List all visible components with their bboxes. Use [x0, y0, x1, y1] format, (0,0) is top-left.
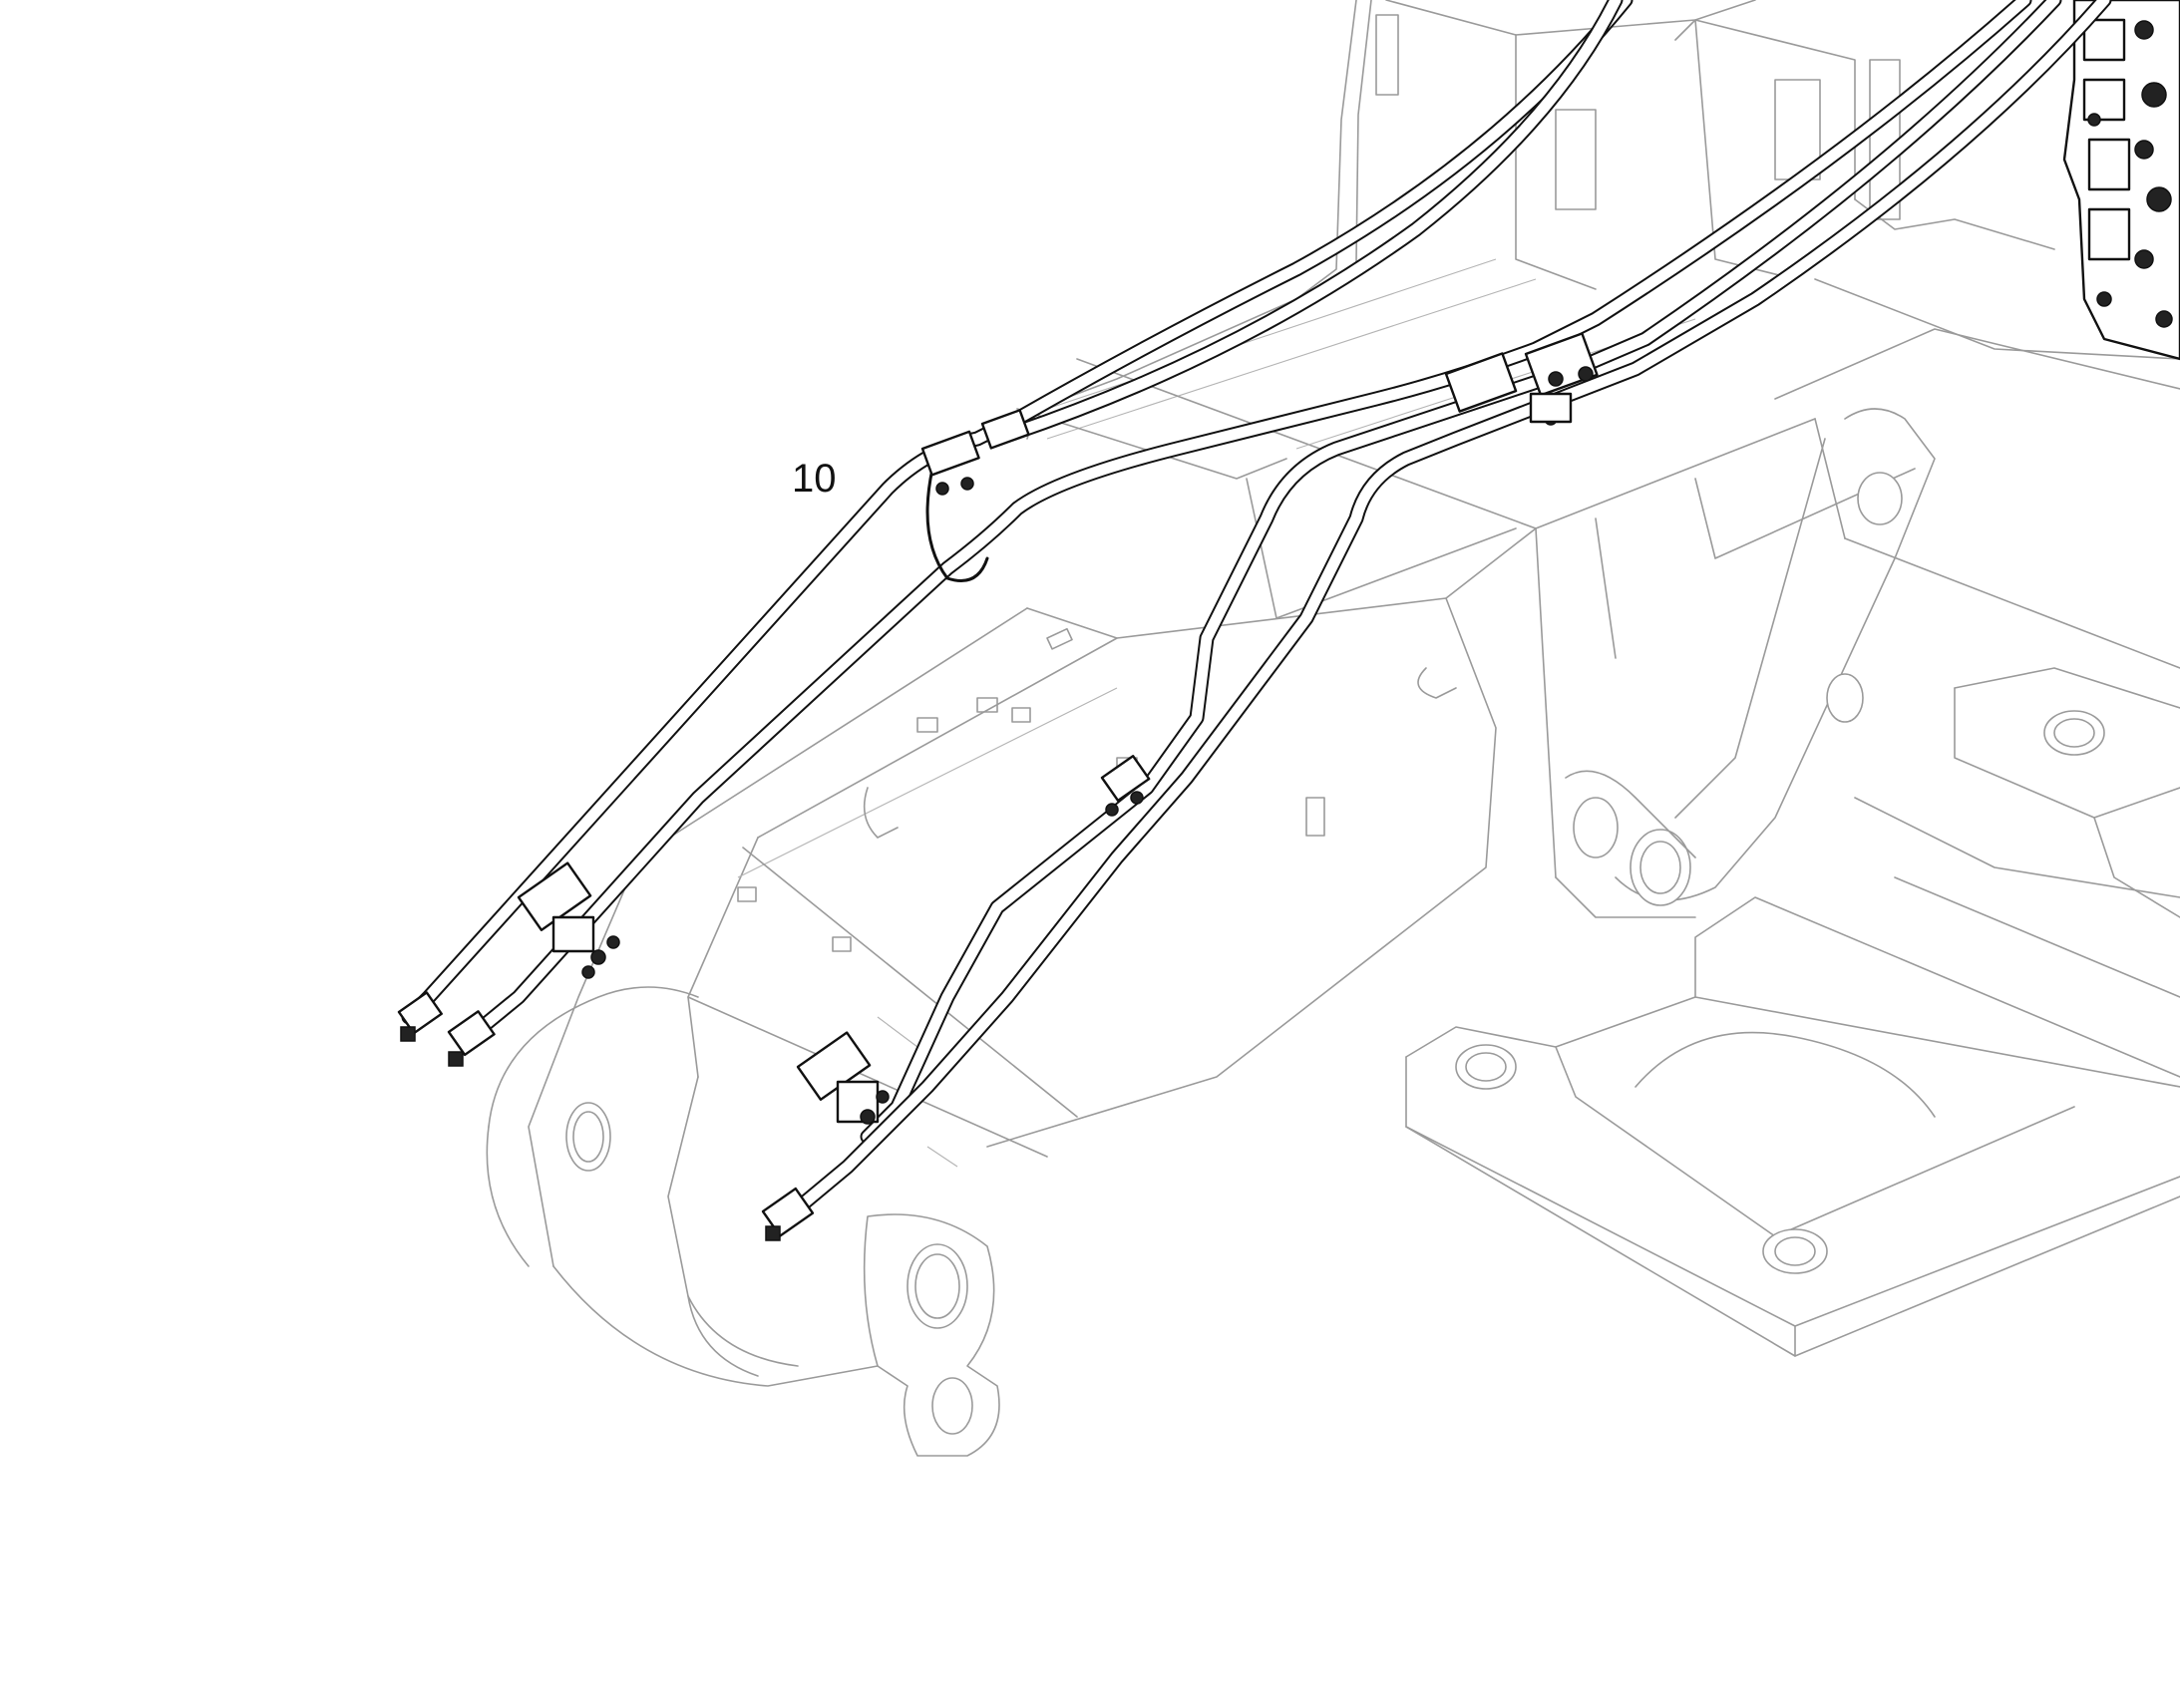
boom-detail-marks: [737, 627, 1457, 1168]
hydraulic-hoses: [401, 0, 2112, 1224]
clamp-right-end: [796, 1031, 890, 1125]
upper-frame: [1016, 0, 2180, 440]
end-fittings: [397, 991, 815, 1241]
clamp-left-end: [517, 861, 620, 979]
ghosted-structure: [486, 0, 2180, 1457]
hose-clamps: [397, 332, 1599, 1241]
lift-arm: [1555, 408, 1936, 918]
clamp-mid-boom: [1100, 755, 1151, 817]
clamp-upper-left: [920, 430, 980, 496]
boom-arm: [486, 527, 1537, 1387]
coupling-upper: [980, 409, 1030, 450]
clamp-center: [1444, 332, 1599, 426]
boom-pivot-lug: [687, 1213, 1000, 1457]
lower-chassis-frame: [1405, 667, 2180, 1357]
control-valve-block: [2062, 0, 2180, 361]
callout-item-10: 10: [792, 457, 837, 501]
main-deck: [1016, 318, 2180, 878]
